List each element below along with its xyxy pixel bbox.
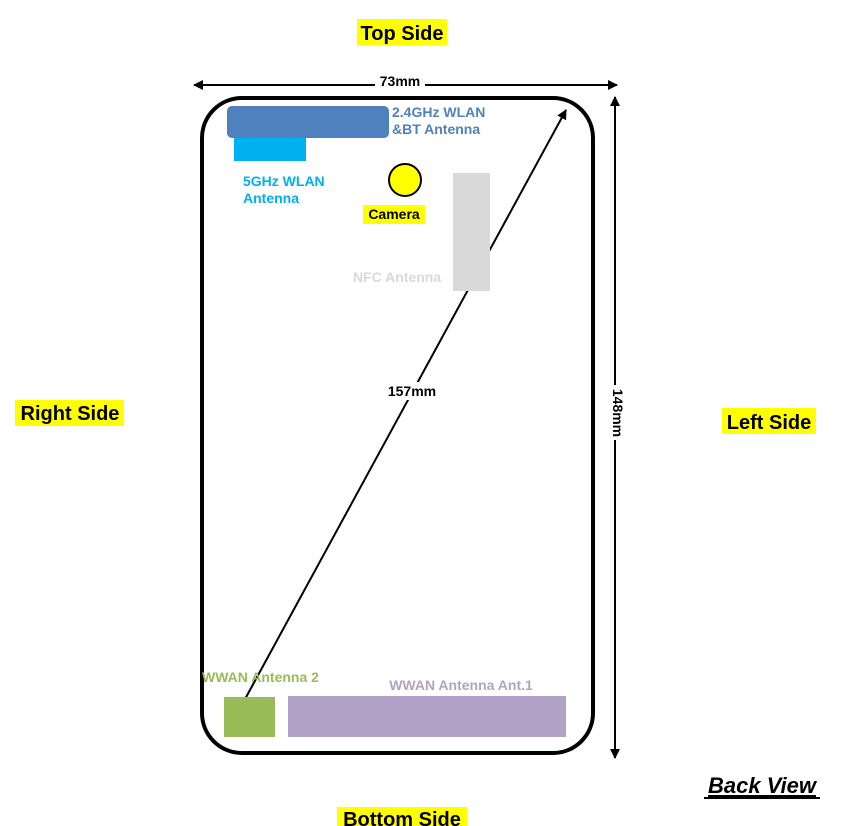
wlan-bt-antenna-label-line2: &BT Antenna: [392, 121, 480, 137]
top-side-label: Top Side: [361, 23, 444, 45]
camera-label-highlight: [363, 205, 425, 224]
wlan-bt-antenna-block: [227, 106, 389, 138]
diagonal-dimension-arrow: [225, 109, 567, 735]
wwan1-antenna-block: [288, 696, 566, 737]
width-dimension-label: 73mm: [380, 73, 420, 89]
nfc-antenna-block: [453, 173, 490, 291]
bottom-side-highlight: [337, 807, 467, 826]
right-side-highlight: [15, 400, 124, 426]
width-label-bg: [375, 73, 425, 91]
height-dimension-label: 148mm: [610, 389, 626, 437]
wwan1-antenna-label: WWAN Antenna Ant.1: [389, 677, 533, 693]
right-side-label: Right Side: [21, 403, 120, 425]
height-label-bg: [607, 385, 625, 440]
wlan5-antenna-label-line2: Antenna: [243, 190, 299, 206]
wlan-bt-antenna-label-line1: 2.4GHz WLAN: [392, 104, 485, 120]
left-side-label: Left Side: [727, 412, 811, 434]
camera-circle: [388, 163, 422, 197]
wwan2-antenna-block: [224, 697, 275, 737]
bottom-side-label: Bottom Side: [343, 809, 461, 826]
back-view-label: Back View: [708, 773, 818, 798]
camera-label: Camera: [368, 206, 420, 222]
device-outline: [200, 96, 595, 755]
nfc-antenna-label: NFC Antenna: [353, 269, 441, 285]
left-side-highlight: [722, 408, 816, 434]
diagonal-label-bg: [384, 382, 440, 400]
wlan5-antenna-block: [234, 138, 306, 161]
diagonal-dimension-label: 157mm: [388, 383, 436, 399]
top-side-highlight: [357, 19, 447, 45]
wlan5-antenna-label-line1: 5GHz WLAN: [243, 173, 325, 189]
wwan2-antenna-label: WWAN Antenna 2: [202, 669, 319, 685]
